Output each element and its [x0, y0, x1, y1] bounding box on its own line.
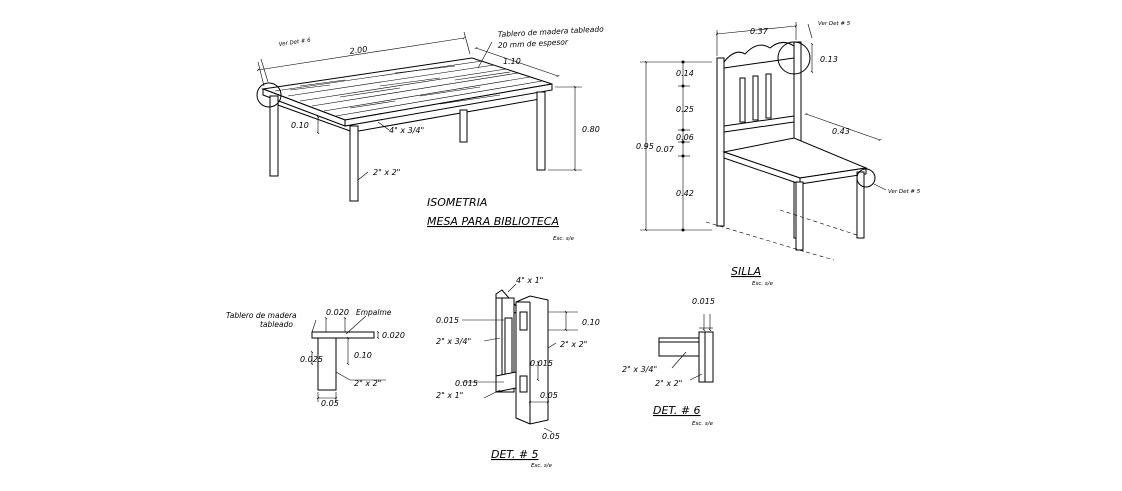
detail-5-rail-mid: 2" x 3/4" [436, 337, 471, 346]
chair-dim-b: 0.25 [676, 105, 694, 114]
detail-5-post: 2" x 2" [560, 340, 587, 349]
chair-dim-back-top: 0.13 [820, 55, 838, 64]
chair-detail-ref-bottom: Ver Det # 5 [888, 189, 921, 195]
table-detail-circle [256, 82, 282, 108]
detail-5-dim-c: 0.015 [530, 359, 553, 368]
chair-dim-seat-depth: 0.43 [832, 127, 850, 136]
table-name: MESA PARA BIBLIOTECA [427, 215, 559, 228]
detail-5-scale: Esc. s/e [531, 463, 553, 469]
detail-6-drawing [658, 314, 714, 383]
table-top-note-1: Tablero de madera tableado [498, 24, 605, 39]
detail-tabletop-joint [310, 315, 386, 402]
chair-detail-ref-top: Ver Det # 5 [818, 21, 851, 27]
table-dim-apron: 0.10 [291, 121, 309, 130]
detail-5-dim-f: 0.05 [542, 432, 560, 441]
table-scale: Esc. s/e [553, 236, 575, 242]
table-view-title: ISOMETRIA [427, 196, 487, 209]
chair-dim-c: 0.06 [676, 133, 694, 142]
detail-top-dim-c: 0.10 [354, 351, 372, 360]
chair-dim-d: 0.07 [656, 145, 675, 154]
detail-top-dim-a: 0.020 [326, 308, 349, 317]
detail-6-rail: 2" x 3/4" [622, 365, 657, 374]
detail-top-leg-size: 2" x 2" [354, 379, 381, 388]
detail-5-dim-a: 0.015 [436, 316, 459, 325]
detail-5-title: DET. # 5 [491, 448, 539, 461]
table-dim-height: 0.80 [582, 125, 600, 134]
table-detail-ref: Ver Det # 6 [278, 37, 311, 47]
detail-top-dim-e: 0.05 [321, 399, 339, 408]
detail-5-dim-b: 0.10 [582, 318, 600, 327]
detail-6-post: 2" x 2" [655, 379, 682, 388]
table-leg-size: 2" x 2" [373, 168, 400, 177]
detail-5-rail-low: 2" x 1" [436, 391, 463, 400]
detail-6-title: DET. # 6 [653, 404, 701, 417]
detail-top-dim-b: 0.020 [382, 331, 405, 340]
chair-dim-e: 0.42 [676, 189, 694, 198]
chair-isometric [640, 22, 887, 261]
chair-dim-a: 0.14 [676, 69, 694, 78]
chair-dim-back-width: 0.37 [750, 27, 769, 36]
detail-5-dim-d: 0.015 [455, 379, 478, 388]
chair-scale: Esc. s/e [752, 281, 774, 287]
detail-top-note-2: tableado [260, 320, 293, 329]
detail-5-dim-e: 0.05 [540, 391, 558, 400]
detail-top-note-1: Tablero de madera [226, 311, 297, 320]
table-apron-size: 4" x 3/4" [389, 126, 424, 135]
detail-6-dim-a: 0.015 [692, 297, 715, 306]
chair-dim-total: 0.95 [636, 142, 654, 151]
table-legs [269, 91, 546, 202]
detail-5-rail-top: 4" x 1" [516, 276, 543, 285]
detail-top-joint: Empalme [356, 308, 392, 317]
chair-name: SILLA [731, 265, 761, 278]
table-dim-length: 2.00 [349, 45, 368, 56]
table-isometric [256, 31, 582, 202]
detail-6-scale: Esc. s/e [692, 421, 714, 427]
table-top-note-2: 20 mm de espesor [498, 37, 569, 50]
detail-top-dim-d: 0.025 [300, 355, 323, 364]
table-dim-width: 1.10 [503, 57, 521, 66]
detail-5-drawing [462, 283, 578, 433]
